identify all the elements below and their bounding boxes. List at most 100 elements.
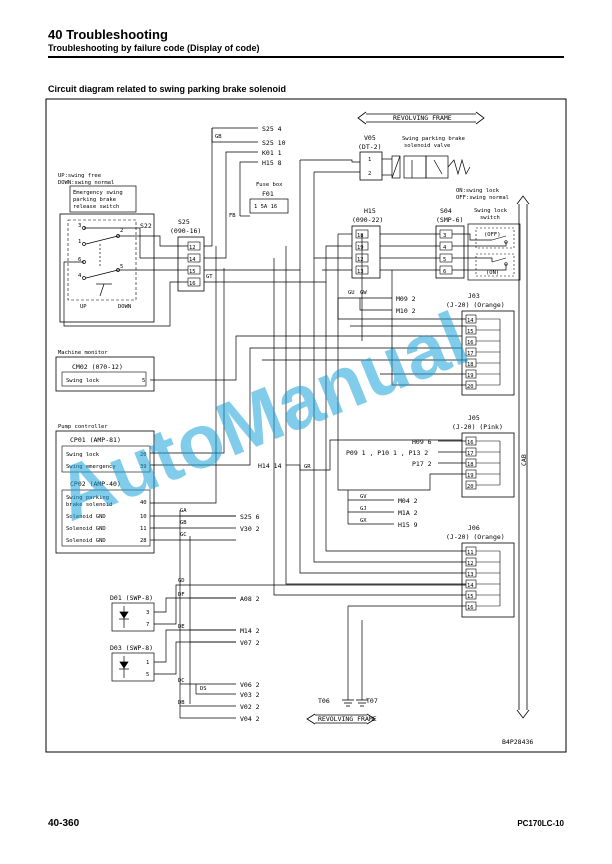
d03-diode-symbol (119, 656, 129, 678)
h15-conn: (090-22) (352, 216, 383, 224)
s22-pin-1: 1 (78, 239, 81, 245)
top-ref-1: S25 4 (262, 125, 282, 133)
solenoid-valve-symbol (382, 155, 471, 179)
j03-pin-14: 14 (467, 318, 474, 324)
j05-pin-18: 18 (467, 462, 474, 468)
switch-up-label: UP (80, 304, 87, 310)
footer-page-number: 40-360 (48, 818, 80, 829)
j05-name: J05 (468, 414, 480, 422)
j03-pin-17: 17 (467, 351, 474, 357)
cm02-name: CM02 (070-12) (72, 363, 123, 371)
cab-label: CAB (520, 454, 528, 466)
right-ref-p17: P17 2 (412, 460, 432, 468)
pump-controller-box (55, 430, 155, 554)
j06-pin-14: 14 (467, 583, 474, 589)
h15-name: H15 (364, 207, 376, 215)
cp02-row-2: Solenoid GND (66, 514, 106, 520)
machine-monitor-box (55, 356, 155, 392)
right-ref-m09: M09 2 (396, 295, 416, 303)
cp01-name: CP01 (AMP-81) (70, 436, 121, 444)
wire-label-gb: GB (180, 520, 187, 526)
j03-bus (476, 318, 501, 386)
switch-to-s25-wires (63, 227, 188, 327)
revolving-frame-top-arrow (357, 111, 485, 125)
s04-conn: (SMP-6) (436, 216, 463, 224)
cp01-rows-frame (61, 445, 151, 473)
cm02-row-label: Swing lock (66, 378, 100, 384)
header-rule (48, 56, 564, 58)
cp02-row-3-pin: 11 (140, 526, 147, 532)
v05-conn: (DT-2) (358, 143, 381, 151)
mid-ref-v03: V03 2 (240, 691, 260, 699)
v05-pin-1: 1 (368, 157, 371, 163)
wire-label-gu: GU (348, 290, 355, 296)
top-ref-3: K01 1 (262, 149, 282, 157)
s22-pin-6: 6 (78, 257, 81, 263)
page-header-subtitle: Troubleshooting by failure code (Display… (48, 43, 260, 53)
revolving-frame-bottom-arrow (306, 713, 376, 725)
j06-pins (465, 546, 477, 611)
cp02-row-3: Solenoid GND (66, 526, 106, 532)
drawing-number: B4P28436 (502, 738, 533, 746)
j03-pin-19: 19 (467, 373, 474, 379)
cp02-row-1b: brake solenoid (66, 502, 112, 508)
s04-note-2: OFF:swing normal (456, 195, 509, 201)
section-title: Circuit diagram related to swing parking… (48, 84, 287, 94)
d03-name: D03 (SWP-8) (110, 644, 153, 652)
wire-label-gd: GD (178, 578, 185, 584)
h15-pin-12: 12 (357, 257, 364, 263)
revolving-frame-top-label: REVOLVING FRAME (393, 114, 452, 122)
s22-pin-4: 4 (78, 273, 82, 279)
h15-pin-18: 18 (357, 233, 364, 239)
s22-pin-3: 3 (78, 223, 81, 229)
j05-conn: (J-20) (Pink) (452, 423, 503, 431)
switch-s22-outer (59, 213, 155, 323)
mid-ref-v04: V04 2 (240, 715, 260, 723)
wire-label-gc: GC (180, 532, 187, 538)
cm02-row-frame (61, 371, 147, 387)
j05-pin-19: 19 (467, 473, 474, 479)
d03-pin-5: 5 (146, 672, 149, 678)
h15-connector (351, 225, 381, 279)
j05-bus (476, 440, 501, 486)
j06-pin-16: 16 (467, 605, 474, 611)
vertical-bus-wires (262, 234, 467, 700)
cp01-row-2-pin: 39 (140, 464, 147, 470)
switch-s22-contacts (82, 226, 120, 297)
wire-label-ga: GA (180, 508, 187, 514)
wire-label-gw: GW (360, 290, 367, 296)
s25-pin-12: 12 (189, 245, 196, 251)
right-ref-m10: M10 2 (396, 307, 416, 315)
s04-connector (435, 225, 465, 279)
j06-name: J06 (468, 524, 480, 532)
d01-diode-symbol (119, 606, 129, 628)
j06-bus (476, 550, 501, 607)
wire-label-gr: GR (304, 464, 311, 470)
j06-pin-12: 12 (467, 561, 474, 567)
v05-label-2: solenoid valve (404, 143, 450, 149)
j06-conn: (J-20) (Orange) (446, 533, 505, 541)
right-ref-m1a: M1A 2 (398, 509, 418, 517)
switch-title-frame (69, 185, 137, 213)
top-ref-4: H15 8 (262, 159, 282, 167)
mid-ref-s25: S25 6 (240, 513, 260, 521)
s25-conn: (090-16) (170, 227, 201, 235)
s22-pin-2: 2 (120, 228, 123, 234)
h15-s04-wires (204, 159, 507, 298)
mid-ref-m14: M14 2 (240, 627, 260, 635)
cp02-row-1: Swing parking (66, 495, 109, 501)
j06-pin-11: 11 (467, 550, 474, 556)
h14-ref: H14 14 (258, 462, 282, 470)
s25-pin-14: 14 (189, 257, 196, 263)
s04-off-label: (OFF) (484, 232, 501, 238)
mid-ref-v30: V30 2 (240, 525, 260, 533)
right-ref-h09: H09 6 (412, 438, 432, 446)
mid-ref-v07: V07 2 (240, 639, 260, 647)
j05-pin-20: 20 (467, 484, 474, 490)
cp02-row-1-pin: 40 (140, 500, 147, 506)
machine-monitor-title: Machine monitor (58, 350, 108, 356)
ground-t07: T07 (366, 697, 378, 705)
j03-name: J03 (468, 292, 480, 300)
wire-label-fb: FB (229, 213, 236, 219)
